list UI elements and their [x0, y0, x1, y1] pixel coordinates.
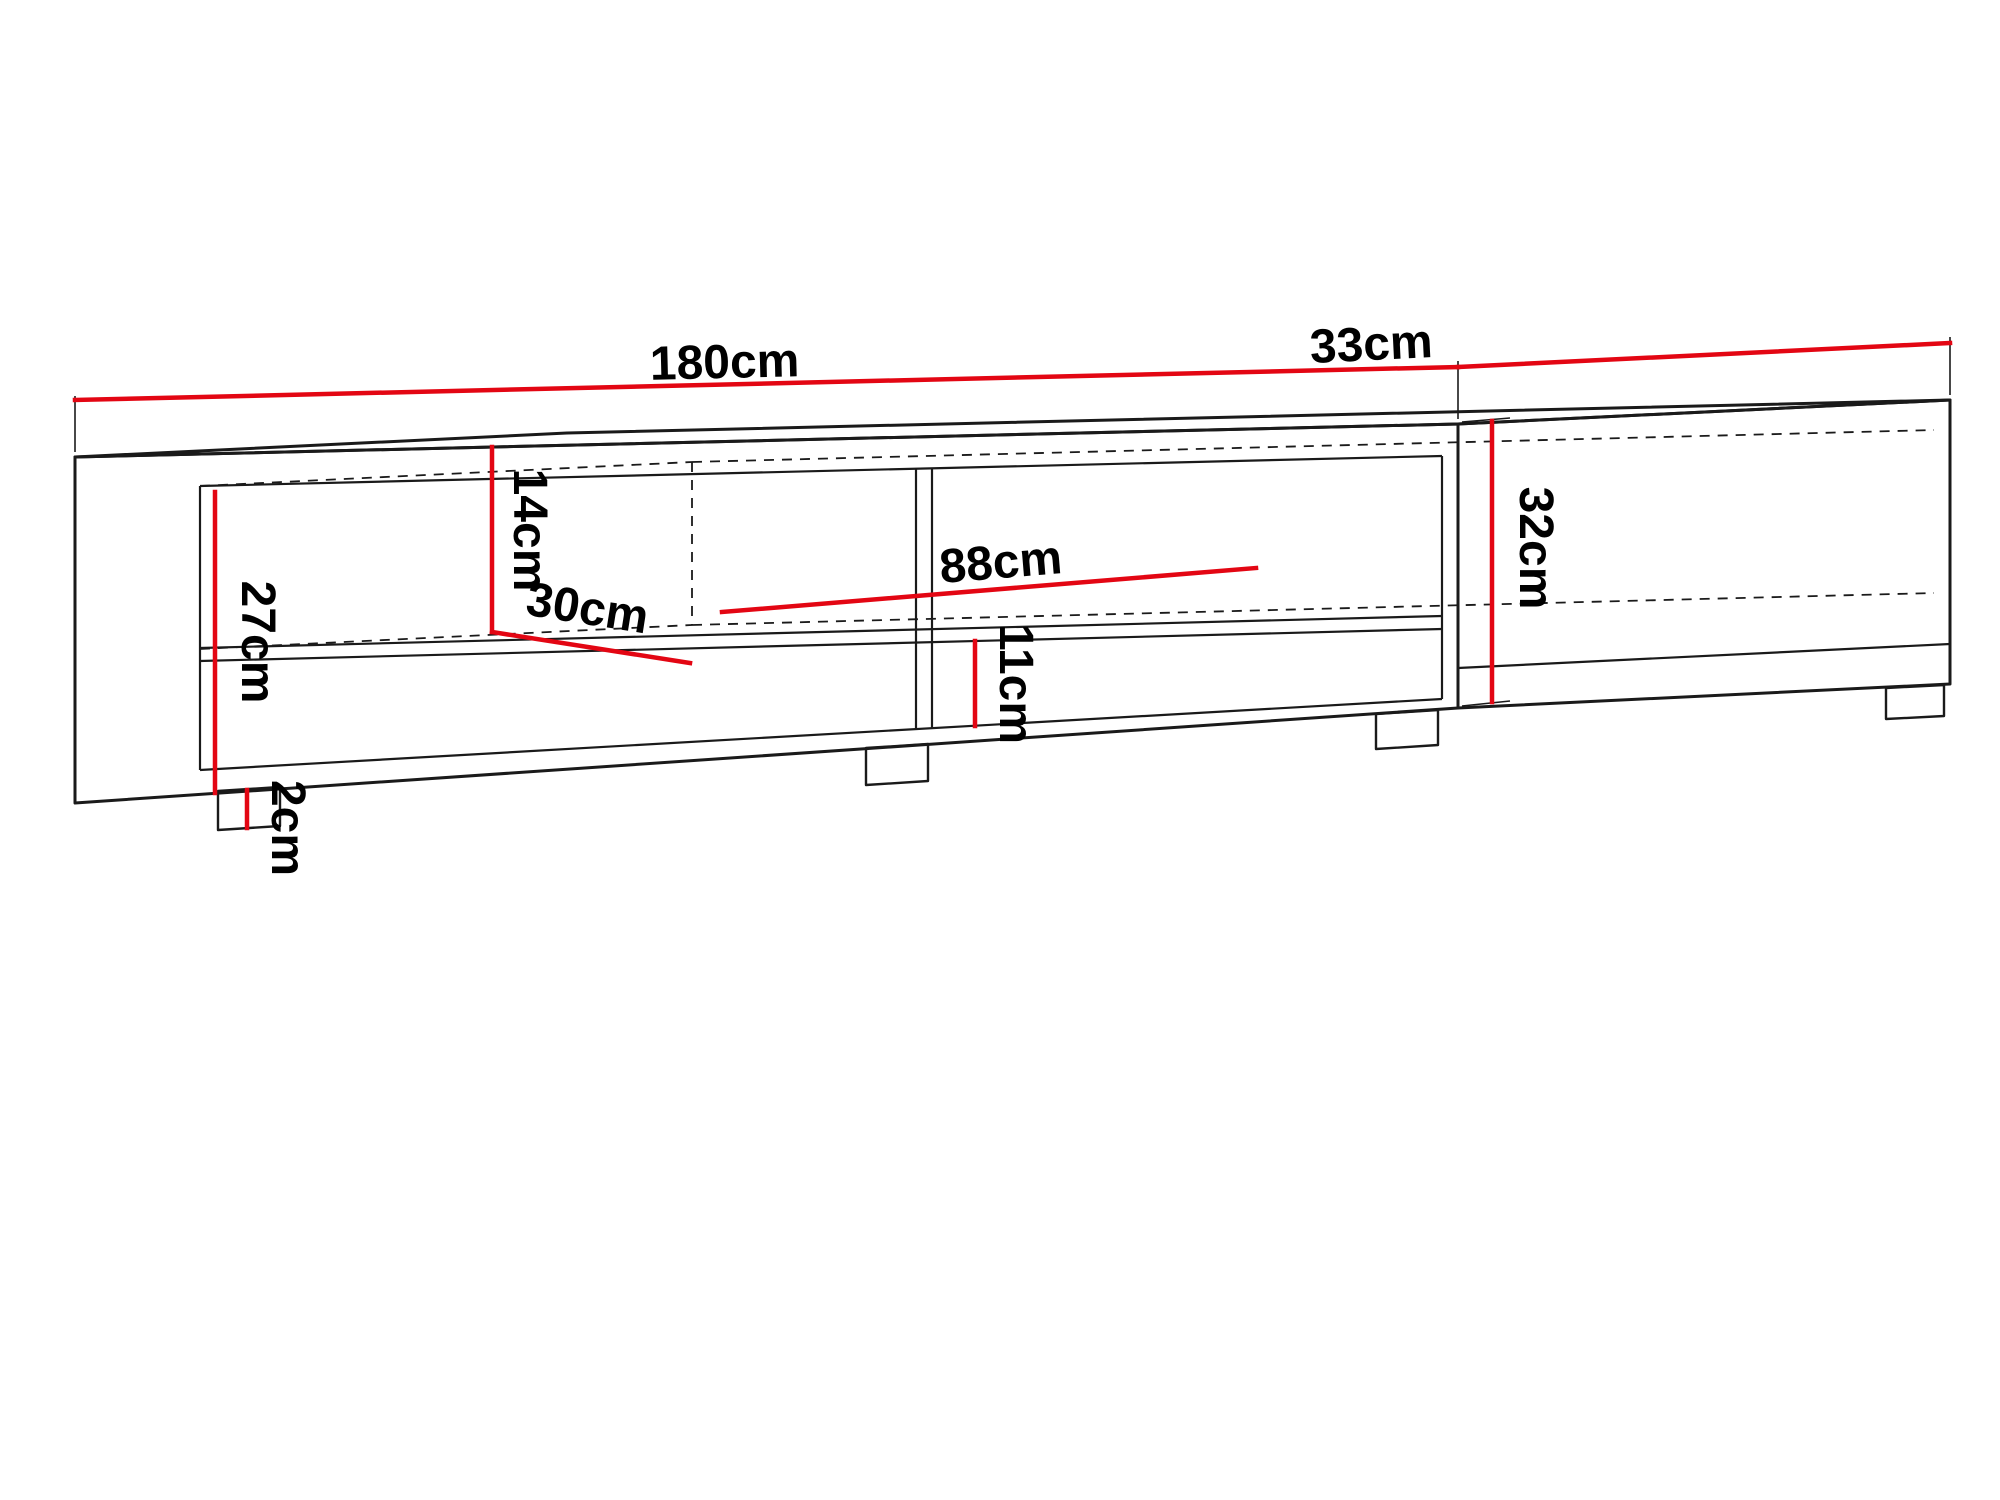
dimension-line-depth-33 [1455, 340, 1953, 370]
dimension-label-lower-height: 11cm [989, 624, 1042, 744]
dimension-label-height: 32cm [1509, 487, 1562, 610]
bottom-board-front-edge [199, 697, 1443, 772]
dimension-label-foot-height: 2cm [261, 780, 314, 876]
right-side-face [1456, 398, 1952, 710]
extension-lines [74, 337, 1951, 707]
foot-front-middle [864, 742, 930, 787]
foot-back-right [1884, 683, 1946, 721]
dimension-label-interior-height: 27cm [231, 581, 284, 704]
dimension-label-depth: 33cm [1309, 315, 1434, 374]
dimension-label-niche-height: 14cm [503, 469, 556, 592]
extension-height-bottom-tick [1461, 700, 1511, 707]
dimension-line-width-180 [72, 364, 1461, 403]
tv-stand-drawing [73, 398, 1952, 832]
niche-top-edge [199, 454, 1443, 488]
dimension-label-width: 180cm [649, 334, 800, 391]
hidden-top-left-depth-edge [199, 461, 693, 487]
shelf-front-edge-top [199, 614, 1443, 650]
shelf-front-edge-bottom [199, 627, 1443, 663]
dimension-line-compartment-88 [719, 565, 1259, 615]
extension-height-top-tick [1461, 417, 1511, 423]
hidden-top-back-edge [691, 429, 1935, 463]
dimension-label-shelf-depth: 30cm [523, 573, 653, 645]
dimension-line-shelf-depth-30 [489, 629, 693, 666]
top-face [73, 398, 1952, 459]
foot-front-right [1374, 708, 1440, 751]
hidden-floor-back-edge [691, 592, 1935, 626]
dimension-labels: 180cm 33cm 32cm 14cm 30cm 27cm 88cm 11cm… [231, 315, 1562, 876]
right-side-bottom-strip-edge [1457, 642, 1951, 670]
dimension-lines [72, 340, 1953, 831]
dimension-label-compartment-width: 88cm [937, 531, 1064, 594]
